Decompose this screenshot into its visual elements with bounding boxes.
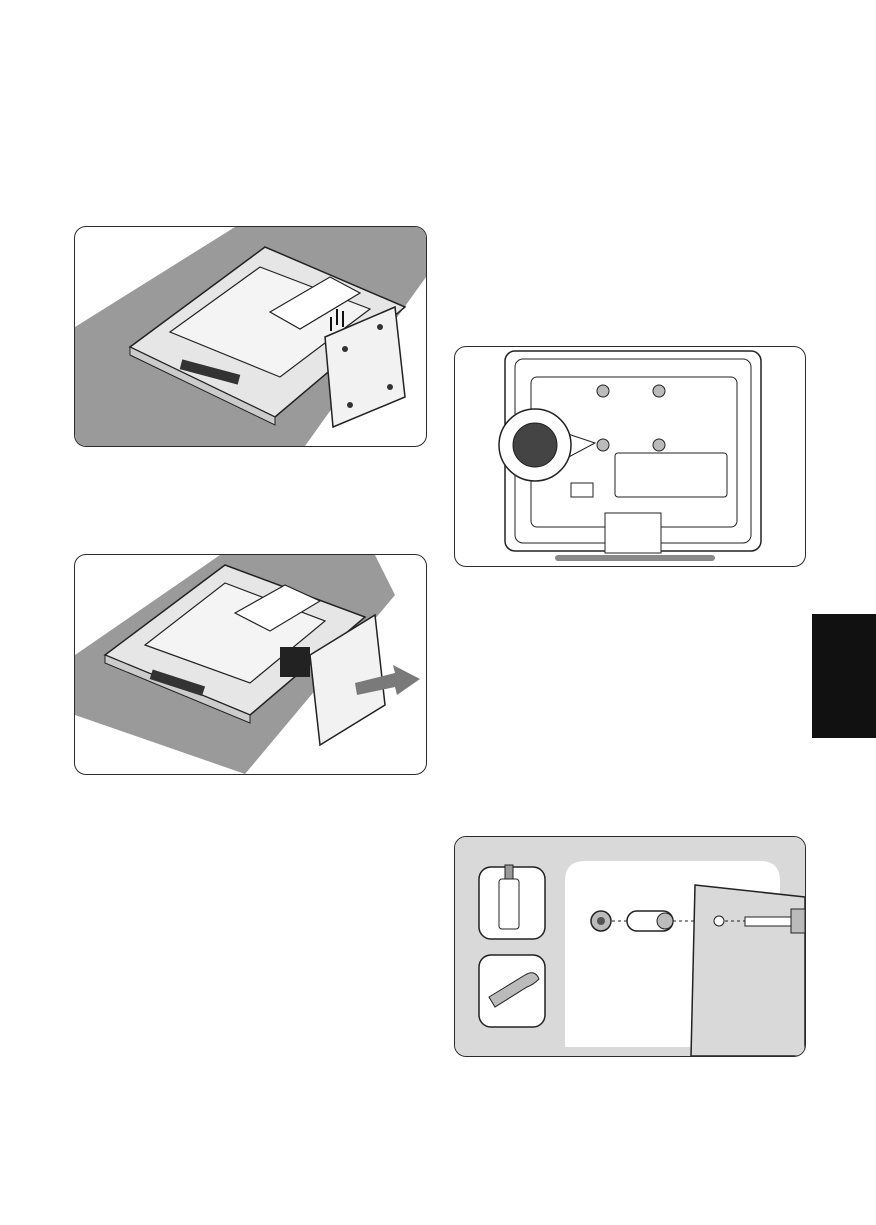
power-socket-icon xyxy=(571,483,593,497)
wall-mount-hardware-illustration xyxy=(455,837,805,1056)
figure-rear-vesa-holes xyxy=(454,346,806,567)
wrench-icon xyxy=(479,955,545,1027)
tv-stand-removal-illustration xyxy=(75,555,426,774)
tv-stand-screws-illustration xyxy=(75,227,426,446)
figure-wall-mount-hardware xyxy=(454,836,806,1057)
side-section-tab xyxy=(812,614,876,738)
tv-rear-illustration xyxy=(455,347,805,566)
figure-stand-screws xyxy=(74,226,427,447)
figure-stand-removal xyxy=(74,554,427,775)
spacer-icon xyxy=(479,865,545,939)
